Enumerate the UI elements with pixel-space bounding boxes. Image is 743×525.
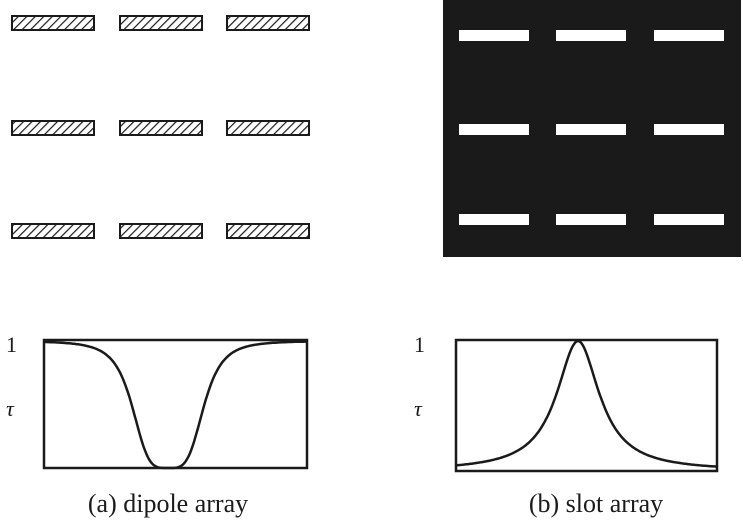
plot-frame xyxy=(42,338,309,470)
slot-element xyxy=(459,30,529,41)
slot-element xyxy=(654,30,724,41)
dipole-element xyxy=(226,15,310,31)
y-axis-label: τ xyxy=(414,396,423,421)
transmission-curve-dip xyxy=(43,340,307,470)
dipole-element xyxy=(119,15,203,31)
dipole-element xyxy=(226,223,310,239)
slot-element xyxy=(654,214,724,225)
dipole-element xyxy=(11,15,95,31)
y-axis-label: τ xyxy=(6,396,15,421)
dipole-element xyxy=(226,120,310,136)
y-tick-label: 1 xyxy=(6,332,17,357)
slot-element xyxy=(556,214,626,225)
slot-array xyxy=(443,0,741,257)
dipole-array xyxy=(11,15,310,239)
transmission-plot-slot: 1 τ (b) slot array xyxy=(414,332,719,518)
caption: (b) slot array xyxy=(529,489,663,518)
slot-element xyxy=(459,214,529,225)
slot-grid xyxy=(459,30,724,225)
plot-frame xyxy=(454,338,719,473)
dipole-element xyxy=(11,120,95,136)
dipole-element xyxy=(119,120,203,136)
transmission-plot-dipole: 1 τ (a) dipole array xyxy=(6,332,309,518)
slot-element xyxy=(556,124,626,135)
slot-element xyxy=(654,124,724,135)
dipole-element xyxy=(11,223,95,239)
y-tick-label: 1 xyxy=(414,332,425,357)
transmission-curve-peak xyxy=(455,339,718,468)
slot-element xyxy=(459,124,529,135)
dipole-element xyxy=(119,223,203,239)
slot-element xyxy=(556,30,626,41)
caption: (a) dipole array xyxy=(88,489,248,518)
